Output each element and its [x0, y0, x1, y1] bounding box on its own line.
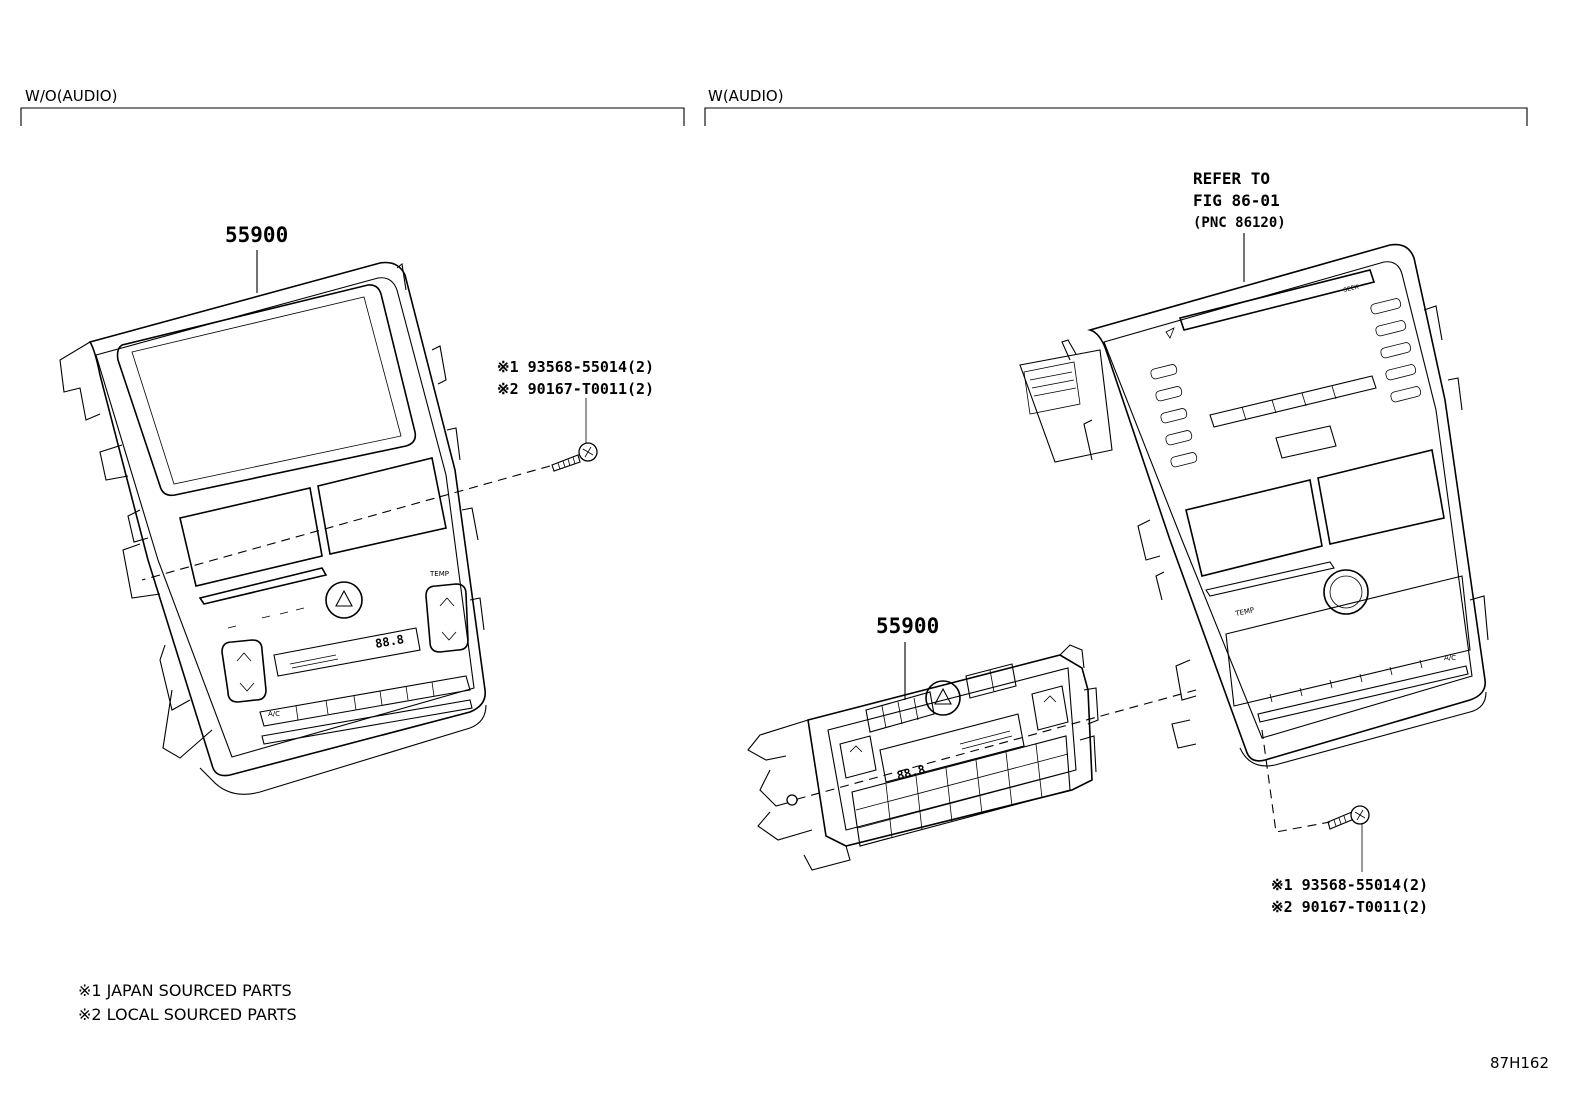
- legend-note-1: ※1 JAPAN SOURCED PARTS: [78, 981, 292, 1000]
- svg-text:SEEK: SEEK: [1343, 283, 1361, 294]
- right-section-bracket: [704, 107, 1528, 126]
- left-climate-panel-assembly: 55900 TEMP: [59, 223, 654, 795]
- right-hazard-knob: [1323, 569, 1369, 615]
- left-screw: [551, 442, 598, 472]
- figure-code: 87H162: [1490, 1054, 1549, 1072]
- refer-line-1: REFER TO: [1193, 169, 1270, 188]
- right-ac-label: A/C: [1444, 654, 1456, 662]
- left-lcd-temp: 88.8: [374, 632, 405, 651]
- left-section-bracket: [20, 107, 685, 126]
- refer-line-2: FIG 86-01: [1193, 191, 1280, 210]
- legend-note-2: ※2 LOCAL SOURCED PARTS: [78, 1005, 297, 1024]
- right-audio-panel-assembly: REFER TO FIG 86-01 (PNC 86120) SEEK: [793, 169, 1489, 916]
- right-climate-module: 55900 88.8: [747, 614, 1099, 871]
- right-screw-note-1: ※1 93568-55014(2): [1271, 876, 1428, 894]
- left-hazard-button: [325, 581, 363, 619]
- left-ac-label: A/C: [268, 710, 280, 718]
- left-part-number: 55900: [225, 223, 288, 247]
- right-screw: [1327, 805, 1370, 830]
- right-section-heading: W(AUDIO): [708, 87, 784, 105]
- right-screw-note-2: ※2 90167-T0011(2): [1271, 898, 1428, 916]
- right-temp-label: TEMP: [1234, 606, 1255, 618]
- right-part-number: 55900: [876, 614, 939, 638]
- right-screw-dash-line: [793, 689, 1197, 801]
- left-screw-note-2: ※2 90167-T0011(2): [497, 380, 654, 398]
- left-screw-dash-line: [141, 465, 551, 581]
- right-lcd-temp: 88.8: [895, 762, 926, 783]
- refer-line-3: (PNC 86120): [1193, 215, 1286, 231]
- left-section-heading: W/O(AUDIO): [25, 87, 117, 105]
- left-screw-note-1: ※1 93568-55014(2): [497, 358, 654, 376]
- left-temp-label: TEMP: [429, 570, 449, 578]
